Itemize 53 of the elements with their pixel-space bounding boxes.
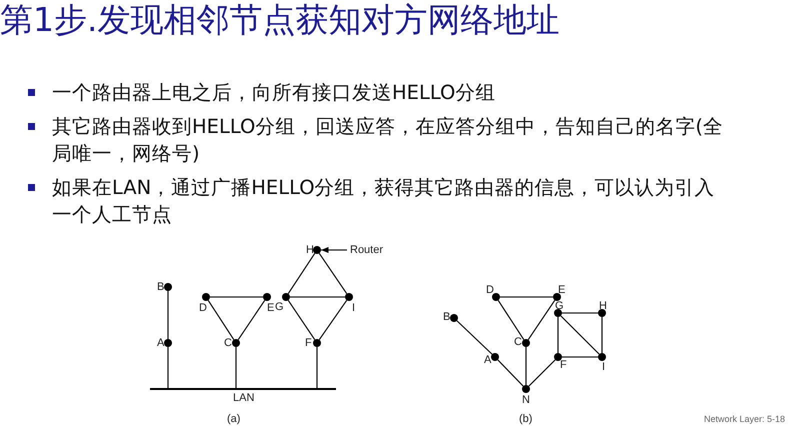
node-label: G [555,300,564,312]
link-line [456,320,492,355]
node-label: A [484,354,492,366]
node-label: I [352,302,356,314]
link-line [528,359,556,387]
node-label: N [522,394,530,406]
bullet-text: 其它路由器收到HELLO分组，回送应答，在应答分组中，告知自己的名字(全局唯一，网络号) [52,114,724,167]
node-label: LAN [233,392,254,404]
node-label: H [599,300,607,312]
link-line [528,300,556,340]
link-line [288,253,316,294]
node-label: H [306,244,314,256]
figure-caption: (b) [519,413,532,425]
link-line [318,300,348,340]
node-label: D [199,302,207,314]
link-line [318,253,348,294]
slide-title: 第1步.发现相邻节点获知对方网络地址 [0,0,560,40]
node-label: E [558,284,566,296]
link-line [498,300,524,340]
link-line [167,347,169,389]
link-line [235,347,237,389]
node-label: B [157,281,164,293]
node-label: C [224,337,232,349]
page-footer: Network Layer: 5-18 [704,413,786,425]
link-line [601,317,603,353]
node-label: A [157,337,164,349]
link-line [316,347,318,389]
arrow [321,246,347,254]
node-label: B [443,311,450,323]
link-line [167,291,169,339]
link-line [210,296,263,298]
link-line [562,356,598,358]
bullet-text: 一个路由器上电之后，向所有接口发送HELLO分组 [52,80,496,106]
link-line [525,347,527,385]
link-line [500,296,553,298]
figure-caption: (a) [227,413,240,425]
node-label: F [560,359,567,371]
link-line [560,315,600,355]
node-label: F [305,337,312,349]
link-line [562,312,598,314]
node-label: G [275,301,284,313]
node-label: C [514,336,522,348]
node-label: D [486,284,494,296]
link-line [288,300,316,340]
callout-label: Router [350,244,384,256]
link-line [557,317,559,353]
link-line [497,360,524,386]
bullet-text: 如果在LAN，通过广播HELLO分组，获得其它路由器的信息，可以认为引入一个人工节点 [52,175,716,228]
link-line [208,300,234,340]
link-line [238,300,266,340]
node-label: I [602,361,606,373]
link-line [290,296,345,298]
node-label: E [267,302,274,314]
